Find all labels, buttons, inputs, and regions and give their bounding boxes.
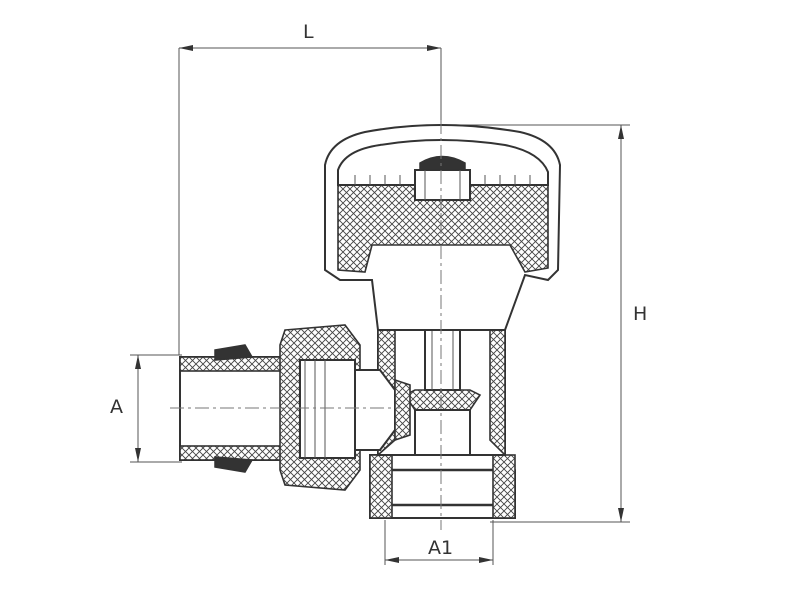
center-lines (170, 120, 442, 530)
dimension-a: A (110, 354, 182, 463)
dimension-h-label: H (633, 303, 647, 325)
dimension-h: H (440, 124, 647, 523)
dimension-a-label: A (110, 396, 123, 418)
dimension-l: L (178, 21, 442, 355)
handwheel-cap (324, 124, 562, 331)
dimension-l-label: L (303, 21, 314, 43)
dimension-a1-label: A1 (428, 537, 453, 559)
dimension-a1: A1 (384, 520, 494, 565)
